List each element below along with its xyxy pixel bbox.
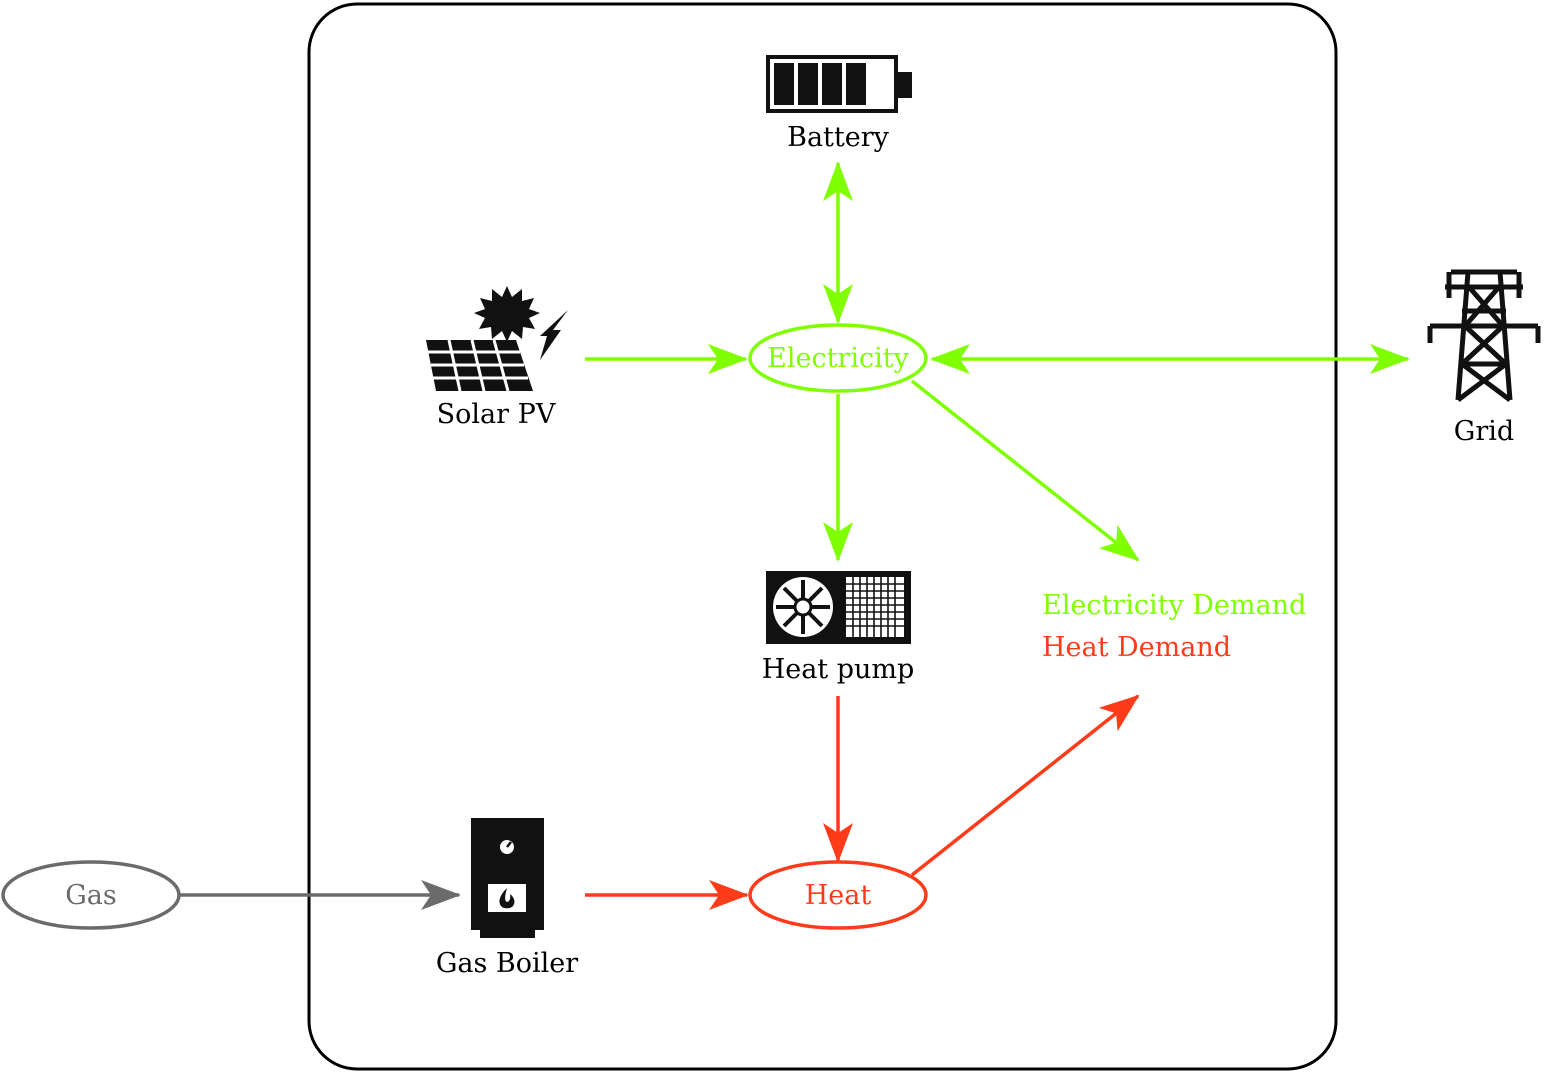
flame-icon bbox=[499, 888, 515, 909]
transmission-tower-icon bbox=[1427, 269, 1541, 402]
demand-labels: Electricity Demand Heat Demand bbox=[1042, 590, 1306, 663]
system-boundary bbox=[307, 2, 1338, 1071]
heat-demand-label: Heat Demand bbox=[1042, 632, 1231, 663]
electricity-node-label: Electricity bbox=[767, 343, 909, 374]
gas-boiler-label: Gas Boiler bbox=[436, 948, 578, 979]
heat-node: Heat bbox=[748, 860, 928, 930]
heat-flows bbox=[585, 694, 1140, 910]
solar-pv-label: Solar PV bbox=[437, 399, 556, 430]
electricity-node: Electricity bbox=[748, 323, 928, 393]
bolt-icon bbox=[540, 310, 568, 360]
heat-node-label: Heat bbox=[805, 880, 872, 911]
battery-label: Battery bbox=[787, 122, 890, 153]
flow-electricity-demand bbox=[910, 379, 1140, 562]
gas-node-label: Gas bbox=[65, 880, 117, 911]
grid-component: Grid bbox=[1427, 269, 1541, 447]
electricity-demand-label: Electricity Demand bbox=[1042, 590, 1306, 621]
heat-pump-component: Heat pump bbox=[762, 571, 915, 685]
boiler-icon bbox=[471, 818, 544, 938]
grid-label: Grid bbox=[1454, 416, 1514, 447]
gas-node: Gas bbox=[1, 860, 181, 930]
solar-panel-icon bbox=[426, 286, 568, 392]
gas-boiler-component: Gas Boiler bbox=[436, 818, 578, 979]
battery-component: Battery bbox=[766, 55, 912, 153]
battery-icon bbox=[766, 55, 912, 113]
flow-heat-demand bbox=[910, 694, 1140, 877]
heat-pump-label: Heat pump bbox=[762, 654, 915, 685]
electricity-flows bbox=[585, 161, 1410, 562]
solar-pv-component: Solar PV bbox=[426, 286, 568, 430]
sun-icon bbox=[474, 286, 540, 342]
heat-pump-icon bbox=[766, 571, 911, 644]
